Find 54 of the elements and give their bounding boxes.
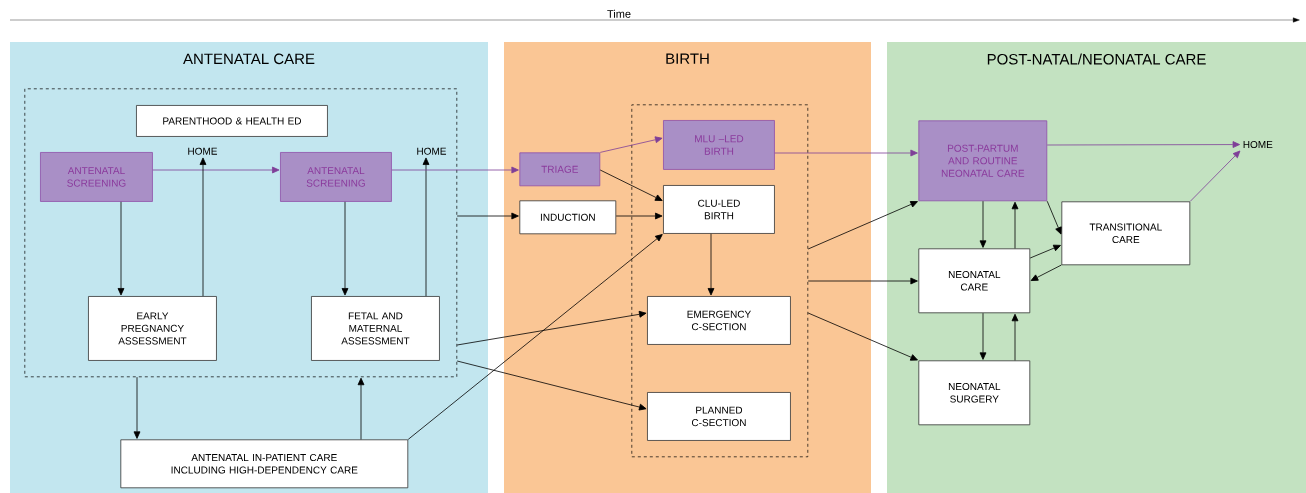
arrow [979, 312, 987, 360]
arrow [341, 201, 349, 296]
arrow [1046, 200, 1062, 235]
arrow [407, 234, 663, 440]
arrow [133, 376, 141, 439]
arrow [117, 201, 125, 296]
process-box: NEONATAL CARE [918, 248, 1031, 314]
panel-heading: ANTENATAL CARE [183, 53, 315, 65]
arrow [807, 201, 918, 250]
arrow [456, 360, 647, 411]
arrow [152, 166, 280, 174]
panel-heading: BIRTH [666, 53, 709, 64]
arrow [1011, 313, 1019, 361]
process-box: POST-PARTUM AND ROUTINE NEONATAL CARE [918, 120, 1048, 202]
arrow [807, 277, 918, 285]
process-box: FETAL AND MATERNAL ASSESSMENT [311, 296, 440, 361]
arrow [1189, 150, 1241, 202]
arrow [774, 149, 918, 157]
process-box: EARLY PREGNANCY ASSESSMENT [88, 296, 217, 361]
process-box: TRANSITIONAL CARE [1061, 201, 1191, 266]
arrow [199, 157, 207, 297]
process-box: CLU-LED BIRTH [663, 185, 775, 234]
process-box: EMERGENCY C-SECTION [647, 296, 791, 345]
arrow [422, 157, 430, 297]
arrow [391, 166, 519, 174]
process-box: MLU –LED BIRTH [663, 120, 775, 170]
dashed-group-box [24, 88, 458, 378]
arrow [599, 169, 663, 201]
process-box: NEONATAL SURGERY [918, 360, 1031, 426]
arrow [1046, 141, 1240, 148]
arrow [1029, 244, 1061, 259]
arrow [1011, 201, 1019, 249]
process-box: TRIAGE [519, 152, 601, 187]
arrow [357, 377, 365, 440]
process-box: ANTENATAL IN-PATIENT CARE INCLUDING HIGH-DEPENDENCY CARE [120, 439, 409, 489]
arrow [456, 212, 519, 220]
process-box: PARENTHOOD & HEALTH ED [136, 105, 328, 137]
process-box: PLANNED C-SECTION [647, 392, 791, 441]
process-box: ANTENATAL SCREENING [40, 152, 153, 202]
arrow [1030, 264, 1062, 281]
destination-text: HOME [1243, 141, 1273, 149]
arrow [707, 233, 715, 296]
arrow [615, 212, 663, 220]
arrow [456, 310, 647, 346]
process-box: INDUCTION [519, 200, 617, 235]
destination-text: HOME [417, 147, 447, 155]
process-box: ANTENATAL SCREENING [280, 152, 392, 202]
destination-text: HOME [188, 147, 218, 155]
dashed-group-box [631, 104, 809, 458]
arrow [979, 200, 987, 248]
panel-heading: POST-NATAL/NEONATAL CARE [987, 53, 1206, 65]
arrow [599, 136, 663, 153]
arrow [807, 312, 918, 361]
axis-label: Time [607, 9, 631, 18]
